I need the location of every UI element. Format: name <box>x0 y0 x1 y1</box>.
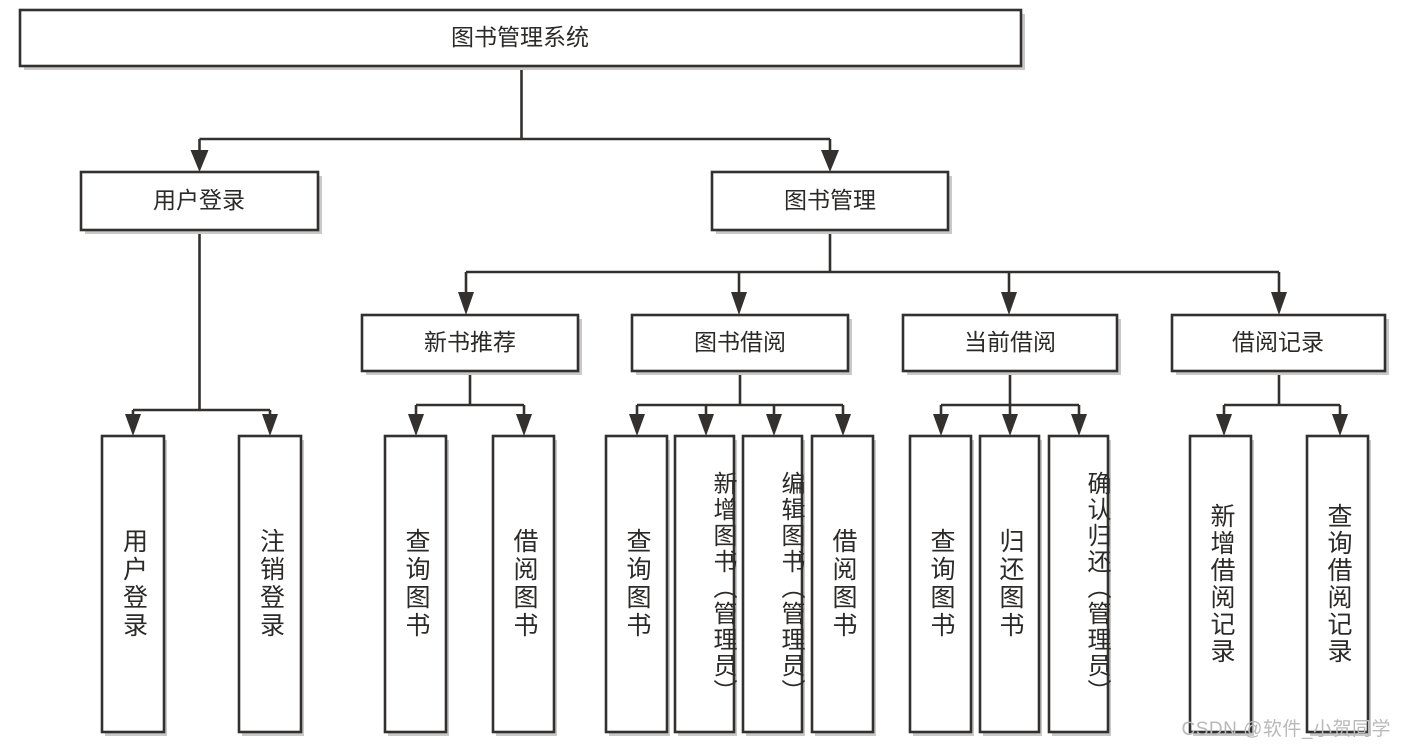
arrow-leaf-confirm-return <box>1071 414 1087 436</box>
node-current-borrow[interactable]: 当前借阅 <box>901 313 1121 375</box>
root-box <box>18 8 1023 68</box>
new-book-recommend-label: 新书推荐 <box>424 329 516 355</box>
arrow-leaf-edit-book <box>766 414 782 436</box>
arrow-leaf-rec-query <box>408 414 424 436</box>
borrow-record-label: 借阅记录 <box>1232 329 1324 355</box>
leaf-box-edit-book[interactable] <box>741 434 804 734</box>
arrow-leaf-rec-borrow <box>516 414 532 436</box>
leaf-box-logout[interactable] <box>237 434 303 734</box>
book-borrow-label: 图书借阅 <box>694 329 786 355</box>
user-login-box <box>79 170 320 232</box>
node-new-book-recommend[interactable]: 新书推荐 <box>360 313 582 375</box>
arrow-leaf-borrow-book <box>835 414 851 436</box>
connector-layer <box>125 68 1348 436</box>
leaf-box-return-book[interactable] <box>978 434 1041 734</box>
arrow-to-current-borrow <box>1001 292 1017 315</box>
leaf-box-borrow-query-book[interactable] <box>604 434 669 734</box>
node-user-login[interactable]: 用户登录 <box>79 170 322 234</box>
leaf-box-add-record[interactable] <box>1188 434 1253 734</box>
arrow-leaf-user-login <box>125 414 141 436</box>
arrow-leaf-return-book <box>1002 414 1018 436</box>
leaf-box-add-book[interactable] <box>673 434 736 734</box>
book-management-label: 图书管理 <box>784 187 876 213</box>
arrow-to-book-manage <box>821 150 839 172</box>
root-label: 图书管理系统 <box>451 24 589 50</box>
node-borrow-record[interactable]: 借阅记录 <box>1170 313 1389 375</box>
arrow-to-user-login <box>190 150 209 172</box>
leaf-box-group <box>100 434 1371 736</box>
leaf-box-query-record[interactable] <box>1305 434 1370 734</box>
arrow-leaf-logout <box>262 414 278 436</box>
current-borrow-box <box>901 313 1119 373</box>
arrow-leaf-query-record <box>1332 414 1348 436</box>
book-management-box <box>710 170 950 232</box>
node-book-borrow[interactable]: 图书借阅 <box>630 313 852 375</box>
current-borrow-label: 当前借阅 <box>964 329 1056 355</box>
arrow-to-new-book-rec <box>458 292 474 315</box>
leaf-box-rec-borrow-book[interactable] <box>491 434 556 734</box>
arrow-to-borrow-record <box>1271 292 1287 315</box>
book-borrow-box <box>630 313 850 373</box>
leaf-box-cur-query-book[interactable] <box>908 434 973 734</box>
leaf-box-borrow-book[interactable] <box>810 434 875 734</box>
leaf-box-user-login[interactable] <box>100 434 166 734</box>
user-login-label: 用户登录 <box>153 187 245 213</box>
leaf-box-confirm-return[interactable] <box>1047 434 1110 734</box>
borrow-record-box <box>1170 313 1387 373</box>
arrow-leaf-add-book <box>698 414 714 436</box>
arrow-leaf-borrow-query <box>629 414 645 436</box>
arrow-leaf-cur-query <box>933 414 949 436</box>
arrow-to-book-borrow <box>731 292 747 315</box>
node-book-management[interactable]: 图书管理 <box>710 170 952 234</box>
leaf-box-rec-query-book[interactable] <box>383 434 448 734</box>
csdn-watermark: CSDN @软件_小贺同学 <box>1181 719 1391 740</box>
node-root-system[interactable]: 图书管理系统 <box>18 8 1025 70</box>
arrow-leaf-add-record <box>1216 414 1232 436</box>
new-book-recommend-box <box>360 313 580 373</box>
